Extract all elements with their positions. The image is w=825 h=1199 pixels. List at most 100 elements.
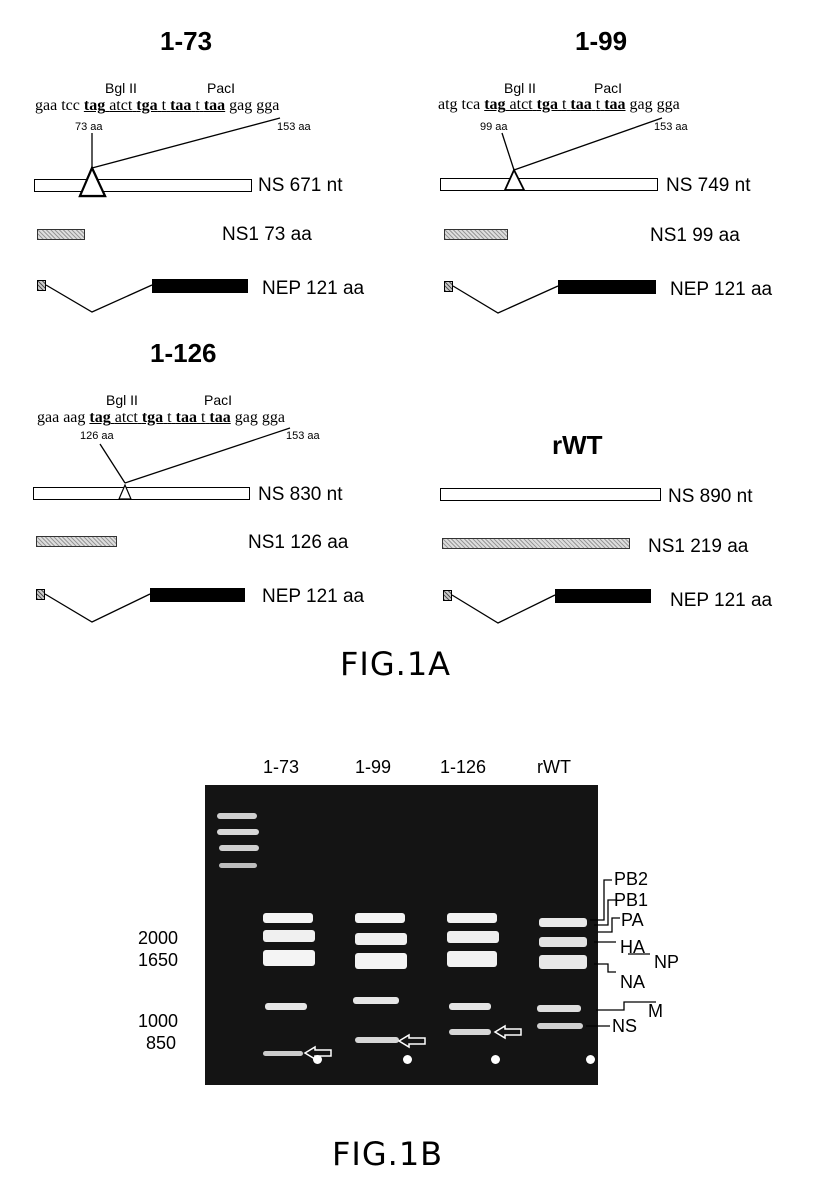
insertion-lines: [99, 427, 291, 500]
marker-1000: 1000: [138, 1011, 179, 1031]
marker-2000: 2000: [138, 928, 179, 948]
bglii-label: Bgl II: [106, 392, 138, 408]
bglii-label: Bgl II: [105, 80, 137, 96]
gel-band: [355, 913, 405, 923]
ns1-bar: [444, 229, 508, 240]
insertion-triangle: [118, 483, 132, 500]
gel-band: [447, 931, 499, 943]
marker-1650: 1650: [138, 950, 179, 970]
insertion-triangle-overlay: [78, 165, 107, 198]
ns-label: NS 671 nt: [258, 175, 343, 196]
ns-segment-bar: [33, 487, 250, 500]
gel-band: [263, 930, 315, 942]
gel-band: [353, 997, 399, 1004]
gel-band: [263, 913, 313, 923]
lane-label-1-126: 1-126: [440, 757, 487, 777]
sequence-line: gaa aag tag atct tga t taa t taa gag gga: [37, 409, 285, 426]
figure-caption-1b: FIG.1B: [332, 1135, 444, 1173]
gel-band: [537, 1023, 583, 1029]
gel-band: [263, 1051, 303, 1056]
nep-intron-line: [451, 594, 556, 624]
paci-label: PacI: [207, 80, 236, 96]
insertion-lines: [501, 117, 663, 191]
segment-label-ha: HA: [620, 937, 646, 957]
pos-left-label: 99 aa: [480, 121, 508, 133]
gel-band: [449, 1029, 491, 1035]
gel-band: [263, 950, 315, 966]
ns-label: NS 890 nt: [668, 486, 753, 507]
ns1-label: NS1 126 aa: [248, 532, 349, 553]
panel-title-1-126: 1-126: [150, 338, 217, 368]
nep-label: NEP 121 aa: [262, 278, 365, 299]
panel-title-rwt: rWT: [552, 430, 603, 460]
segment-label-np: NP: [654, 952, 680, 972]
ns1-label: NS1 219 aa: [648, 536, 749, 557]
segment-label-m: M: [648, 1001, 663, 1021]
ns1-bar: [442, 538, 630, 549]
nep-exon2: [558, 280, 656, 294]
nep-label: NEP 121 aa: [670, 590, 773, 611]
gel-band: [449, 1003, 491, 1010]
nep-intron-line: [452, 285, 559, 314]
gel-band: [265, 1003, 307, 1010]
pos-right-label: 153 aa: [286, 430, 320, 442]
gel-band: [447, 913, 497, 923]
panel-title-1-99: 1-99: [575, 26, 628, 56]
well-dot: [491, 1055, 500, 1064]
nep-intron-line: [45, 284, 153, 313]
ns-segment-bar: [440, 178, 658, 191]
sequence-line: gaa tcc tag atct tga t taa t taa gag gga: [35, 97, 280, 114]
marker-850: 850: [146, 1033, 177, 1053]
lane-label-1-99: 1-99: [355, 757, 392, 777]
nep-exon1: [444, 281, 453, 292]
well-dot: [403, 1055, 412, 1064]
gel-band: [355, 933, 407, 945]
gel-band: [539, 955, 587, 969]
segment-label-na: NA: [620, 972, 646, 992]
ladder-band: [217, 813, 257, 819]
ns-label: NS 830 nt: [258, 484, 343, 505]
panel-title-1-73: 1-73: [160, 26, 213, 56]
ns-arrows: [303, 1024, 522, 1061]
nep-exon1: [37, 280, 46, 291]
segment-label-pb1: PB1: [614, 890, 649, 910]
gel-image: [205, 785, 598, 1085]
sequence-line: atg tca tag atct tga t taa t taa gag gga: [438, 96, 680, 113]
ns-segment-bar: [440, 488, 661, 501]
ladder-band: [219, 863, 257, 868]
well-dot: [313, 1055, 322, 1064]
pos-left-label: 126 aa: [80, 430, 114, 442]
pos-right-label: 153 aa: [654, 121, 688, 133]
nep-intron-line: [44, 593, 151, 623]
pos-left-label: 73 aa: [75, 121, 103, 133]
pos-right-label: 153 aa: [277, 121, 311, 133]
ladder-band: [219, 845, 259, 851]
paci-label: PacI: [594, 80, 623, 96]
nep-exon1: [443, 590, 452, 601]
nep-exon1: [36, 589, 45, 600]
gel-band: [355, 953, 407, 969]
lane-label-rwt: rWT: [537, 757, 571, 777]
segment-label-ns: NS: [612, 1016, 638, 1036]
ns1-bar: [36, 536, 117, 547]
ns1-bar: [37, 229, 85, 240]
gel-band: [447, 951, 497, 967]
segment-label-pb2: PB2: [614, 869, 649, 889]
segment-label-pa: PA: [621, 910, 644, 930]
bglii-label: Bgl II: [504, 80, 536, 96]
well-dot: [586, 1055, 595, 1064]
gel-band: [355, 1037, 399, 1043]
nep-exon2: [150, 588, 245, 602]
nep-label: NEP 121 aa: [262, 586, 365, 607]
nep-label: NEP 121 aa: [670, 279, 773, 300]
nep-exon2: [152, 279, 248, 293]
nep-exon2: [555, 589, 651, 603]
insertion-triangle: [503, 167, 526, 191]
ns1-label: NS1 73 aa: [222, 224, 312, 245]
figure-caption-1a: FIG.1A: [340, 645, 452, 683]
gel-band: [539, 918, 587, 927]
gel-band: [539, 937, 587, 947]
ladder-band: [217, 829, 259, 835]
paci-label: PacI: [204, 392, 233, 408]
segment-leader-lines: [586, 879, 656, 1027]
